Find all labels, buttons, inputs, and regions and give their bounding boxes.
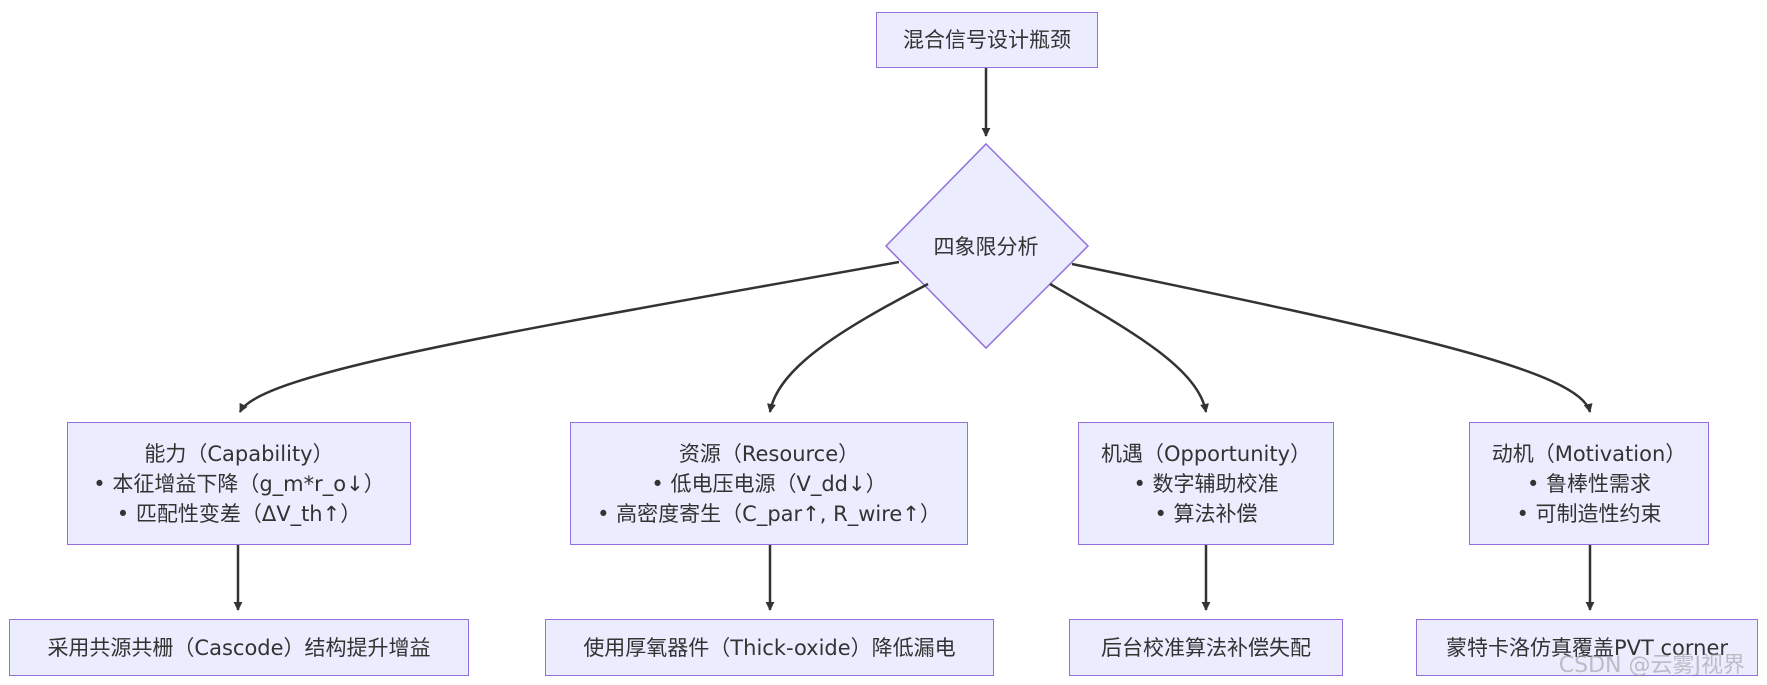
root-node[interactable]: 混合信号设计瓶颈: [876, 12, 1098, 68]
edge-decision-to-opportunity: [1049, 282, 1209, 413]
quadrant-item: • 本征增益下降（g_m*r_o↓）: [93, 471, 385, 496]
quadrant-motivation[interactable]: 动机（Motivation） • 鲁棒性需求 • 可制造性约束: [1469, 422, 1709, 545]
quadrant-title: 机遇（Opportunity）: [1100, 441, 1312, 466]
solution-thick-oxide[interactable]: 使用厚氧器件（Thick-oxide）降低漏电: [545, 619, 994, 676]
quadrant-title: 动机（Motivation）: [1491, 441, 1687, 466]
watermark: CSDN @云雾J视界: [1558, 653, 1745, 678]
quadrant-resource[interactable]: 资源（Resource） • 低电压电源（V_dd↓） • 高密度寄生（C_pa…: [570, 422, 968, 545]
solution-label: 使用厚氧器件（Thick-oxide）降低漏电: [583, 635, 956, 660]
solution-calibration[interactable]: 后台校准算法补偿失配: [1069, 619, 1343, 676]
solution-cascode[interactable]: 采用共源共栅（Cascode）结构提升增益: [9, 619, 469, 676]
decision-label: 四象限分析: [933, 235, 1039, 259]
quadrant-opportunity[interactable]: 机遇（Opportunity） • 数字辅助校准 • 算法补偿: [1078, 422, 1334, 545]
quadrant-item: • 鲁棒性需求: [1526, 471, 1652, 496]
edge-decision-to-resource: [767, 282, 929, 413]
quadrant-item: • 可制造性约束: [1516, 501, 1662, 526]
edge-decision-to-motivation: [1071, 262, 1593, 413]
quadrant-item: • 低电压电源（V_dd↓）: [651, 471, 887, 496]
edge-decision-to-capability: [238, 260, 900, 413]
solution-monte-carlo[interactable]: 蒙特卡洛仿真覆盖PVT corner: [1416, 619, 1758, 676]
quadrant-item: • 匹配性变差（ΔV_th↑）: [116, 501, 362, 526]
quadrant-item: • 数字辅助校准: [1133, 471, 1279, 496]
quadrant-item: • 算法补偿: [1154, 501, 1258, 526]
solution-label: 采用共源共栅（Cascode）结构提升增益: [47, 635, 431, 660]
quadrant-capability[interactable]: 能力（Capability） • 本征增益下降（g_m*r_o↓） • 匹配性变…: [67, 422, 411, 545]
decision-diamond[interactable]: [884, 142, 1090, 350]
quadrant-item: • 高密度寄生（C_par↑, R_wire↑）: [597, 501, 941, 526]
root-node-label: 混合信号设计瓶颈: [903, 28, 1071, 52]
quadrant-title: 能力（Capability）: [144, 441, 334, 466]
quadrant-title: 资源（Resource）: [678, 441, 860, 466]
solution-label: 蒙特卡洛仿真覆盖PVT corner: [1445, 635, 1729, 660]
solution-label: 后台校准算法补偿失配: [1101, 635, 1311, 660]
